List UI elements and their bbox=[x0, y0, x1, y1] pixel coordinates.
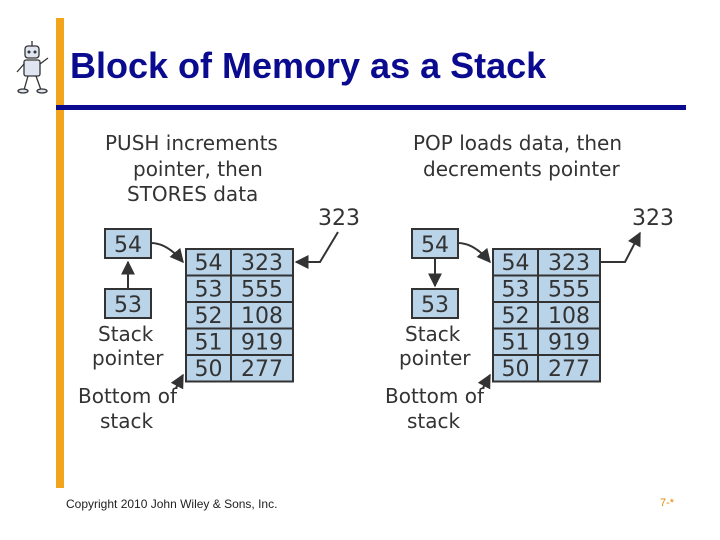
push-memory-addr-cell bbox=[185, 354, 232, 383]
pop-memory-addr-cell bbox=[492, 354, 539, 383]
push-pointer-top-box bbox=[104, 228, 152, 259]
push-memory-data-cell bbox=[230, 301, 294, 330]
pop-memory-addr: 54 bbox=[502, 251, 530, 276]
push-caption-line: pointer, then bbox=[133, 157, 263, 181]
pop-memory-data-cell bbox=[537, 327, 601, 356]
push-memory-data-cell bbox=[230, 274, 294, 303]
pop-bottom-label: Bottom of bbox=[385, 384, 485, 408]
push-memory-addr: 51 bbox=[195, 331, 223, 356]
pop-memory-addr: 53 bbox=[502, 278, 530, 303]
push-memory-addr-cell bbox=[185, 327, 232, 356]
pop-memory-addr: 52 bbox=[502, 304, 530, 329]
push-pointer-label: Stack bbox=[98, 322, 154, 346]
pop-bottom-label: stack bbox=[407, 409, 461, 433]
title-rule bbox=[56, 105, 686, 110]
pop-memory-addr: 50 bbox=[502, 357, 530, 382]
push-pointer-bottom-value: 53 bbox=[114, 293, 142, 318]
pop-memory-data: 919 bbox=[548, 331, 590, 356]
page-title: Block of Memory as a Stack bbox=[70, 45, 547, 86]
push-memory-data: 919 bbox=[241, 331, 283, 356]
pop-value-label: 323 bbox=[632, 206, 674, 231]
push-bottom-label: Bottom of bbox=[78, 384, 178, 408]
push-memory-data: 108 bbox=[241, 304, 283, 329]
push-value-label: 323 bbox=[318, 206, 360, 231]
pop-pointer-bottom-box bbox=[411, 288, 459, 319]
push-caption-line: STORES data bbox=[127, 182, 258, 206]
push-memory-data-cell bbox=[230, 354, 294, 383]
pop-memory-addr: 51 bbox=[502, 331, 530, 356]
push-memory-data-cell bbox=[230, 327, 294, 356]
pop-memory-data: 108 bbox=[548, 304, 590, 329]
push-caption-line: PUSH increments bbox=[105, 131, 278, 155]
page-number: 7-* bbox=[660, 497, 675, 509]
copyright-footer: Copyright 2010 John Wiley & Sons, Inc. bbox=[66, 497, 278, 511]
push-pointer-arrow bbox=[150, 242, 184, 264]
pop-memory-data-cell bbox=[537, 301, 601, 330]
pop-memory-data-cell bbox=[537, 354, 601, 383]
pop-pointer-arrow bbox=[457, 242, 491, 264]
push-bottom-label: stack bbox=[100, 409, 154, 433]
pop-caption-line: POP loads data, then bbox=[413, 131, 622, 155]
push-memory-data: 555 bbox=[241, 278, 283, 303]
push-pointer-label: pointer bbox=[92, 346, 164, 370]
push-memory-addr: 53 bbox=[195, 278, 223, 303]
robot-mascot-icon bbox=[16, 41, 49, 94]
pop-bottom-arrow bbox=[477, 373, 491, 390]
push-memory-data: 277 bbox=[241, 357, 283, 382]
push-memory-addr: 54 bbox=[195, 251, 223, 276]
push-memory-addr: 52 bbox=[195, 304, 223, 329]
pop-caption-line: decrements pointer bbox=[423, 157, 620, 181]
push-memory-addr: 50 bbox=[195, 357, 223, 382]
push-memory-data: 323 bbox=[241, 251, 283, 276]
pop-memory-data: 277 bbox=[548, 357, 590, 382]
pop-pointer-label: Stack bbox=[405, 322, 461, 346]
pop-pointer-bottom-value: 53 bbox=[421, 293, 449, 318]
push-bottom-arrow bbox=[170, 373, 184, 390]
push-store-arrow bbox=[294, 231, 339, 269]
pop-pointer-label: pointer bbox=[399, 346, 471, 370]
pop-memory-data: 555 bbox=[548, 278, 590, 303]
pop-load-arrow bbox=[600, 231, 641, 263]
pop-pointer-top-value: 54 bbox=[421, 233, 449, 258]
push-pointer-bottom-box bbox=[104, 288, 152, 319]
push-pointer-top-value: 54 bbox=[114, 233, 142, 258]
accent-bar bbox=[56, 18, 64, 488]
pop-memory-data: 323 bbox=[548, 251, 590, 276]
